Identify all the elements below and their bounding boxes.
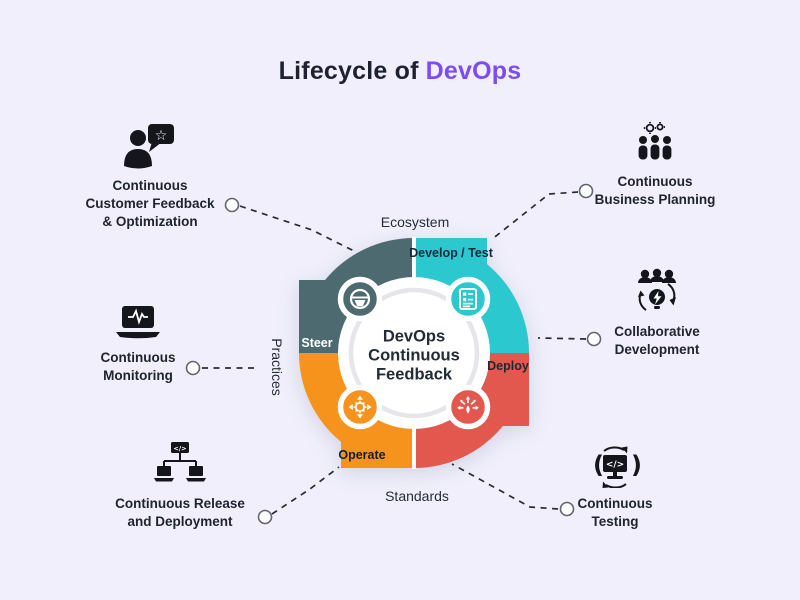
satellite-testing: ( ) </> Continuous Testing <box>525 442 705 531</box>
team-lightbulb-icon <box>631 268 683 316</box>
operate-gear-arrows-icon <box>348 395 372 419</box>
segment-label-operate: Operate <box>338 448 386 462</box>
satellite-label: Continuous Customer Feedback & Optimizat… <box>85 177 214 231</box>
satellite-label-line: Monitoring <box>103 368 173 383</box>
axis-label-ecosystem: Ecosystem <box>380 214 450 230</box>
satellite-label-line: and Deployment <box>127 514 233 529</box>
segment-label-deploy: Deploy <box>487 359 529 373</box>
svg-text:</>: </> <box>606 460 624 470</box>
svg-text:☆: ☆ <box>155 128 168 144</box>
steer-icon-circle <box>337 276 383 322</box>
satellite-label-line: Continuous <box>100 350 176 365</box>
satellite-label: Collaborative Development <box>614 323 700 359</box>
center-line: Feedback <box>375 365 453 384</box>
satellite-monitoring: Continuous Monitoring <box>48 304 228 385</box>
satellite-label: Continuous Business Planning <box>595 173 716 209</box>
svg-text:</>: </> <box>173 445 186 453</box>
satellite-label: Continuous Testing <box>578 495 653 531</box>
svg-text:(: ( <box>593 451 604 479</box>
satellite-release-deployment: </> Continuous Release and Deployment <box>70 440 290 531</box>
satellite-label-line: & Optimization <box>102 214 198 229</box>
devops-wheel <box>299 237 529 469</box>
wheel-center-text: DevOps Continuous Feedback <box>368 328 460 385</box>
title-highlight: DevOps <box>425 57 522 85</box>
segment-label-develop-test: Develop / Test <box>409 246 493 260</box>
document-checklist-icon <box>459 288 477 310</box>
deploy-spread-arrows-icon <box>457 396 479 414</box>
title-prefix: Lifecycle of <box>278 57 419 85</box>
segment-label-steer: Steer <box>301 336 333 350</box>
satellite-label-line: Continuous <box>577 496 653 511</box>
center-line: Continuous <box>368 346 460 365</box>
center-line: DevOps <box>382 327 446 346</box>
satellite-label-line: Collaborative <box>614 324 700 339</box>
satellite-label: Continuous Monitoring <box>101 349 176 385</box>
wheel-inner-ring <box>348 287 480 419</box>
team-gears-icon <box>633 121 677 166</box>
satellite-label-line: Continuous <box>617 174 693 189</box>
satellite-label-line: Testing <box>591 514 639 529</box>
laptop-pulse-icon <box>112 304 164 342</box>
steering-wheel-icon <box>349 288 371 310</box>
satellite-customer-feedback: ☆ Continuous Customer Feedback & Optimiz… <box>40 122 260 231</box>
satellite-label-line: Business Planning <box>594 192 716 207</box>
operate-icon-circle <box>337 384 383 430</box>
code-monitor-refresh-icon: ( ) </> <box>587 442 643 489</box>
satellite-label: Continuous Release and Deployment <box>115 495 245 531</box>
wheel-center-disc <box>338 277 490 429</box>
axis-label-standards: Standards <box>385 488 449 504</box>
network-devices-icon: </> <box>154 440 206 488</box>
satellite-label-line: Development <box>614 342 700 357</box>
satellite-business-planning: Continuous Business Planning <box>555 121 755 209</box>
svg-text:): ) <box>631 451 642 479</box>
satellite-collaborative-development: Collaborative Development <box>567 268 747 359</box>
axis-label-practices: Practices <box>269 338 285 396</box>
person-feedback-bubble-icon: ☆ <box>122 122 178 170</box>
satellite-label-line: Customer Feedback <box>85 196 215 211</box>
satellite-label-line: Continuous <box>112 178 188 193</box>
page-title: Lifecycle of DevOps <box>0 57 800 86</box>
satellite-label-line: Continuous Release <box>115 496 245 511</box>
